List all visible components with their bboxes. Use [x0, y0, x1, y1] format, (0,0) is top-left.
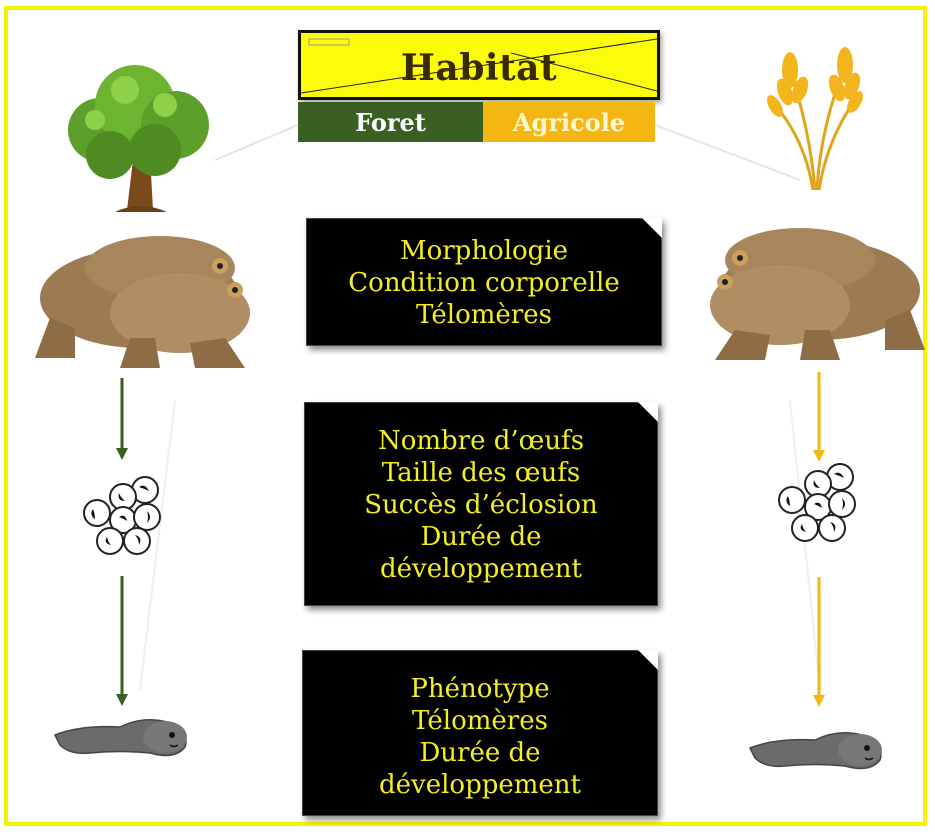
- info-box-larvae: Phénotype Télomères Durée de développeme…: [302, 650, 658, 816]
- box-line: Télomères: [412, 706, 548, 736]
- tree-icon: [68, 65, 209, 212]
- box-line: Taille des œufs: [381, 458, 581, 488]
- box-line: Morphologie: [399, 236, 569, 266]
- arrows-left: [116, 378, 128, 706]
- box-line: Durée de: [420, 522, 542, 552]
- habitat-title-box: Habitat: [298, 30, 660, 100]
- folded-corner: [638, 402, 658, 422]
- wheat-icon: [767, 47, 863, 191]
- toad-pair-image-left: [35, 236, 250, 368]
- toad-pair-image-right: [710, 228, 925, 360]
- box-line: Condition corporelle: [348, 268, 620, 298]
- box-line: Durée de: [419, 738, 541, 768]
- eggs-icon-right: [778, 463, 856, 542]
- box-line: développement: [380, 554, 582, 584]
- title-decoration: [301, 38, 657, 94]
- legend-agricole: Agricole: [483, 102, 655, 142]
- folded-corner: [642, 218, 662, 238]
- box-line: Phénotype: [410, 674, 550, 704]
- box-line: Nombre d’œufs: [377, 426, 585, 456]
- info-box-eggs: Nombre d’œufs Taille des œufs Succès d’é…: [304, 402, 658, 606]
- tadpole-icon-left: [53, 719, 187, 757]
- tadpole-icon-right: [748, 732, 882, 770]
- box-line: Télomères: [416, 300, 552, 330]
- box-line: développement: [379, 770, 581, 800]
- info-box-adults: Morphologie Condition corporelle Télomèr…: [306, 218, 662, 346]
- page-title: Habitat: [400, 47, 558, 89]
- outer-frame: [4, 6, 927, 826]
- legend-foret: Foret: [298, 102, 483, 142]
- arrows-right: [813, 372, 825, 707]
- eggs-icon-left: [83, 476, 161, 555]
- box-line: Succès d’éclosion: [364, 490, 598, 520]
- folded-corner: [638, 650, 658, 670]
